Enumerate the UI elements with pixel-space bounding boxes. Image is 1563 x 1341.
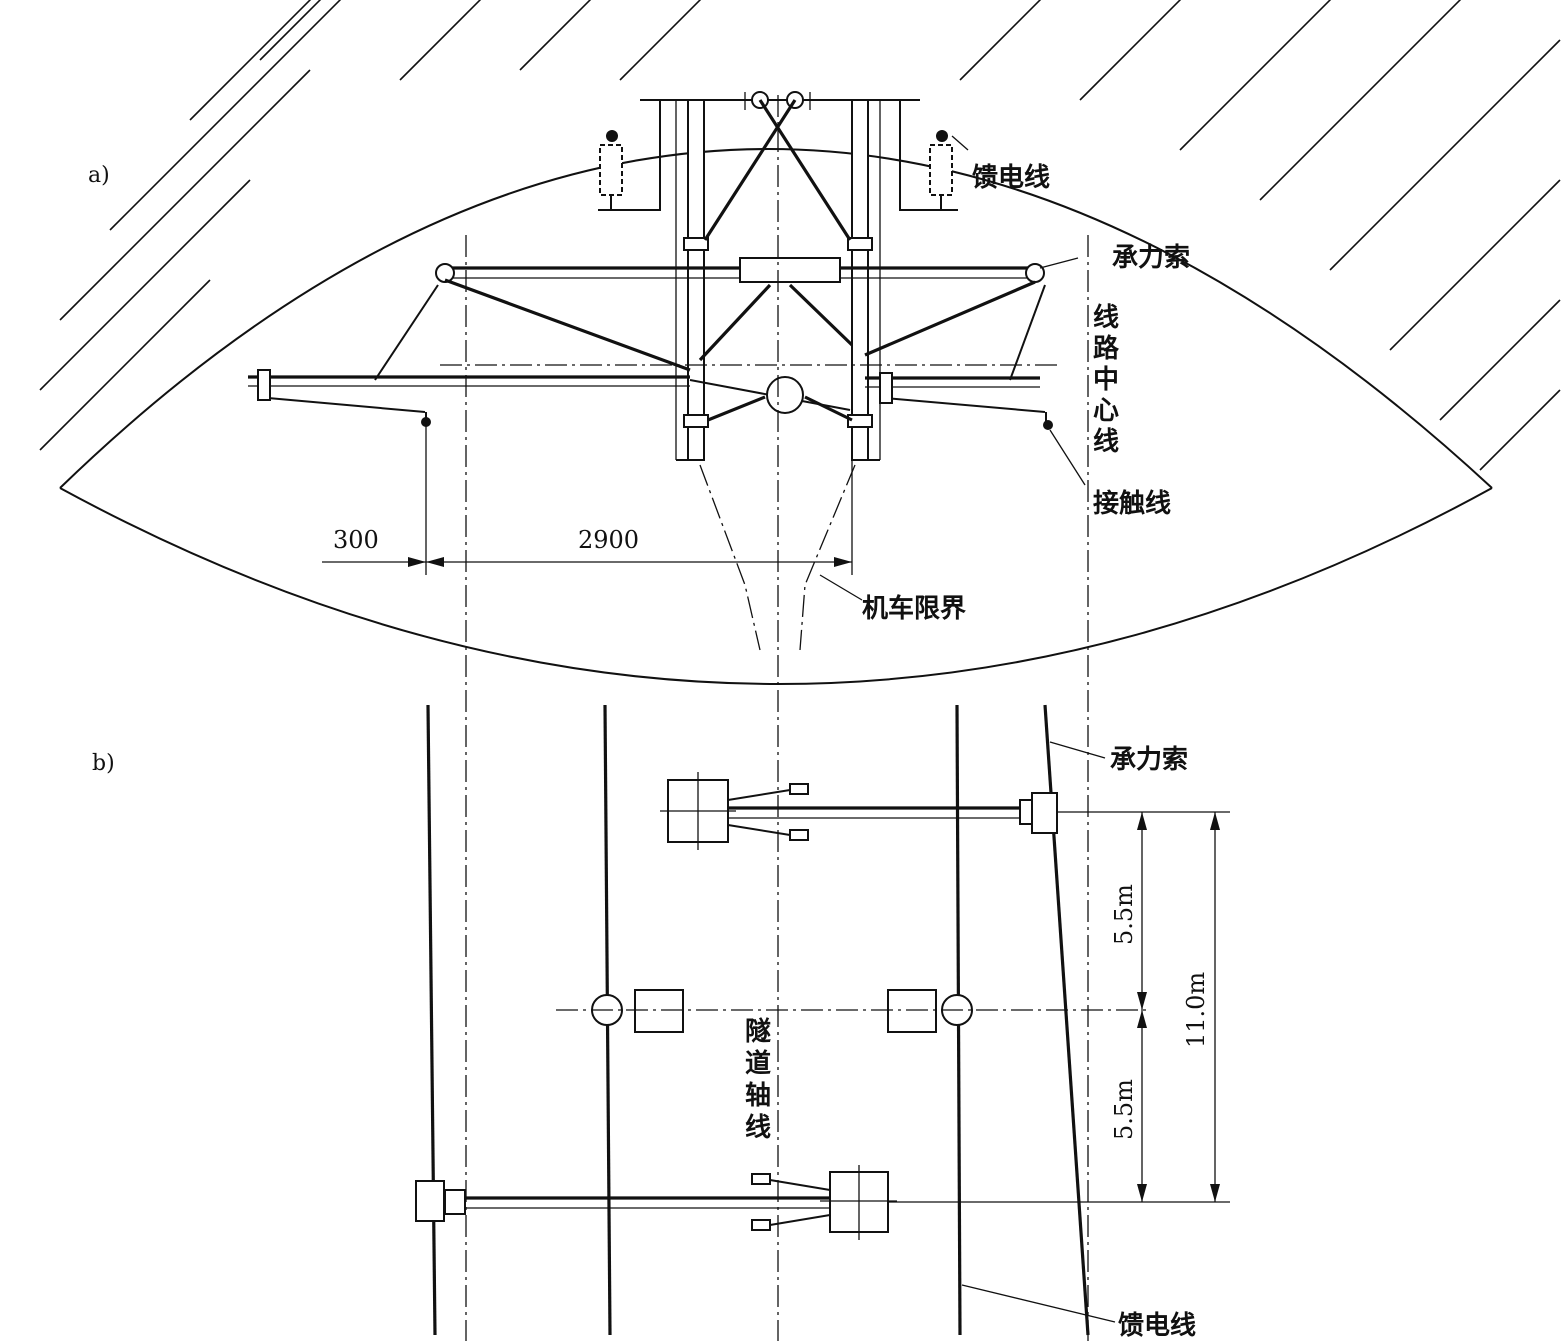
svg-text:线: 线 bbox=[745, 1113, 771, 1143]
messenger-bottom-leader bbox=[1049, 741, 1106, 759]
line-center-label: 线 路 中 心 线 bbox=[1093, 303, 1120, 457]
feeder-insulator-right bbox=[929, 130, 953, 210]
messenger-cantilever bbox=[374, 257, 1046, 381]
tunnel-invert bbox=[59, 487, 1493, 685]
dim-5-5-upper: 5.5m bbox=[1110, 884, 1138, 945]
tunnel-axis-label: 隧 道 轴 线 bbox=[745, 1017, 771, 1143]
svg-text:心: 心 bbox=[1093, 396, 1119, 426]
loco-gauge-label: 机车限界 bbox=[862, 593, 966, 624]
feeder-insulator-left bbox=[599, 130, 623, 210]
feeder-label-bottom: 馈电线 bbox=[1118, 1311, 1196, 1341]
feeder-top-leader bbox=[951, 135, 969, 151]
dim-300: 300 bbox=[333, 526, 379, 554]
dim-5-5-lower: 5.5m bbox=[1110, 1079, 1138, 1140]
panel-b: b) bbox=[92, 704, 1230, 1341]
center-insulator-right bbox=[887, 989, 973, 1033]
tunnel-arch bbox=[59, 148, 1493, 489]
panel-a: a) bbox=[39, 0, 1561, 1341]
svg-text:道: 道 bbox=[745, 1048, 771, 1079]
feeder-label-top: 馈电线 bbox=[972, 163, 1050, 193]
svg-text:中: 中 bbox=[1093, 365, 1119, 395]
center-insulator-left bbox=[591, 989, 684, 1033]
upper-bracket-assembly bbox=[660, 772, 1058, 850]
panel-a-label: a) bbox=[88, 163, 110, 188]
loco-gauge-outline bbox=[699, 464, 863, 651]
svg-text:轴: 轴 bbox=[745, 1081, 771, 1111]
rail-1 bbox=[426, 704, 437, 1336]
dim-2900: 2900 bbox=[578, 526, 639, 554]
contact-wire-label: 接触线 bbox=[1093, 489, 1171, 519]
contact-cantilever bbox=[248, 369, 1053, 430]
contact-wire-leader bbox=[1049, 429, 1086, 486]
dim-11-0: 11.0m bbox=[1182, 972, 1210, 1048]
messenger-top-leader bbox=[1039, 257, 1079, 269]
feeder-bottom-leader bbox=[961, 1284, 1116, 1323]
svg-text:隧: 隧 bbox=[745, 1017, 771, 1047]
svg-text:线: 线 bbox=[1093, 303, 1119, 333]
cross-bracing bbox=[698, 99, 854, 362]
svg-text:线: 线 bbox=[1093, 427, 1119, 457]
span-dimensions bbox=[1057, 811, 1230, 1202]
svg-text:路: 路 bbox=[1093, 333, 1120, 364]
panel-b-label: b) bbox=[92, 751, 115, 776]
dimension-300-2900 bbox=[322, 422, 853, 575]
lower-bracket-assembly bbox=[415, 1165, 1230, 1240]
support-posts bbox=[675, 99, 881, 461]
messenger-label-top: 承力索 bbox=[1112, 243, 1190, 273]
tunnel-rock-hatching bbox=[39, 0, 1561, 471]
messenger-label-bottom: 承力索 bbox=[1110, 745, 1188, 775]
